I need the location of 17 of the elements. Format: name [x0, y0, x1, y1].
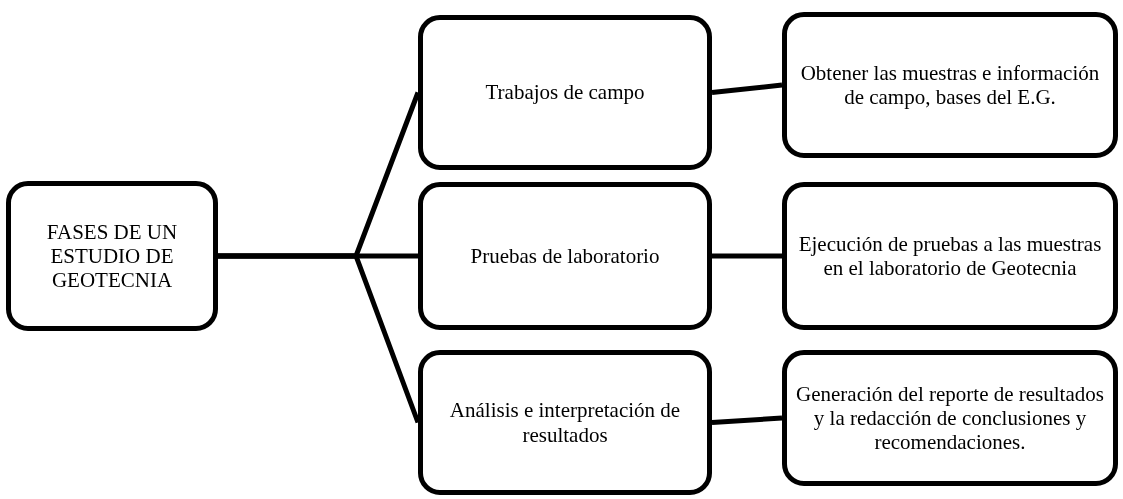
rounded-box: [782, 12, 1118, 158]
box-text: Pruebas de laboratorio: [470, 243, 660, 269]
connector-line: [711, 82, 783, 95]
connector-line: [711, 415, 783, 425]
box-text: Análisis e interpretación de resultados: [448, 398, 682, 447]
box-text: Obtener las muestras e información de campo, bases del E.G.: [799, 60, 1101, 110]
box-text: FASES DE UN ESTUDIO DE GEOTECNIA: [45, 219, 179, 293]
box-text: Trabajos de campo: [485, 80, 645, 105]
rounded-box: [418, 182, 712, 330]
rounded-box: [782, 182, 1118, 330]
box-text: Generación del reporte de resultados y la redacción de conclusiones y recomendaciones.: [795, 381, 1105, 455]
rounded-box: [6, 181, 218, 331]
rounded-box: [782, 350, 1118, 486]
connector-line: [712, 253, 782, 259]
rounded-box: [418, 15, 712, 170]
rounded-box: [418, 350, 712, 495]
box-text: Ejecución de pruebas a las muestras en el laboratorio de Geotecnia: [797, 231, 1103, 281]
